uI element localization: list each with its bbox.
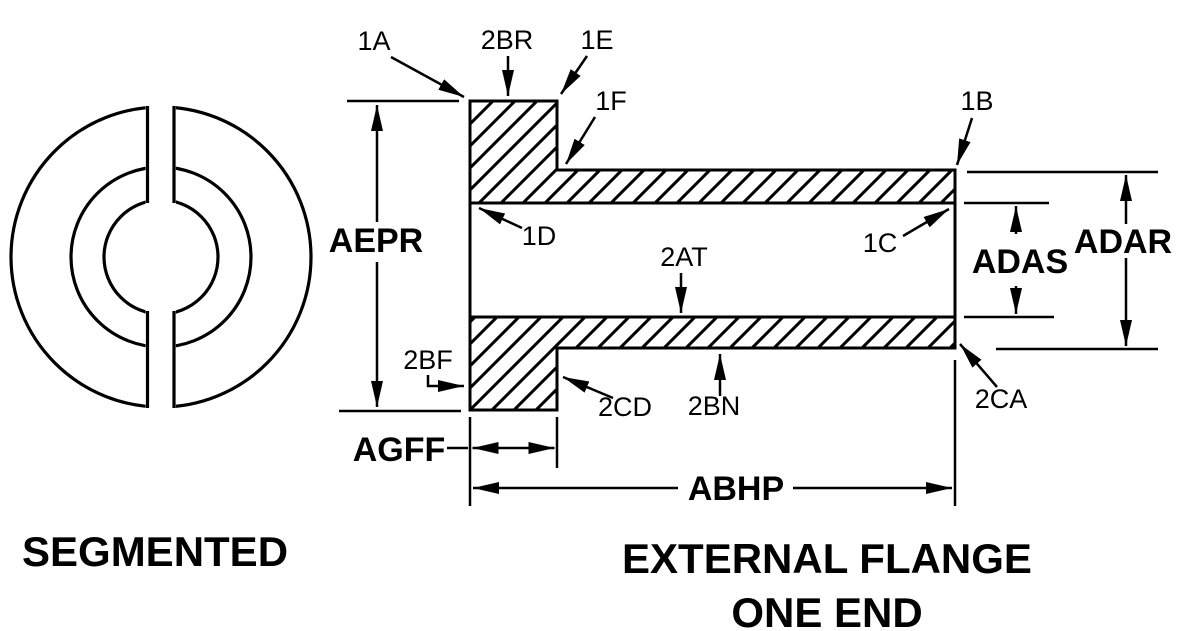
right-figure-caption-line1: EXTERNAL FLANGE: [622, 535, 1032, 582]
flange-section-figure: [468, 99, 957, 412]
leader-2ca: 2CA: [959, 343, 1028, 414]
leader-1c-label: 1C: [863, 228, 898, 258]
leader-2bf-arrow: [426, 375, 464, 392]
adar-label: ADAR: [1074, 223, 1172, 261]
dim-abhp: ABHP: [473, 360, 957, 508]
leader-2cd-arrow: [562, 375, 614, 400]
leader-1c-arrow: [902, 207, 950, 238]
right-figure-caption-line2: ONE END: [731, 589, 922, 631]
abhp-label: ABHP: [688, 470, 784, 508]
leader-1f-label: 1F: [595, 86, 627, 116]
dim-aepr: AEPR: [329, 99, 461, 413]
leader-1e: 1E: [559, 25, 614, 95]
upper-flange-section: [468, 99, 957, 205]
leader-2bf-label: 2BF: [403, 345, 453, 375]
leader-2ca-label: 2CA: [975, 384, 1028, 414]
agff-label: AGFF: [353, 431, 446, 469]
leader-1a: 1A: [357, 26, 465, 99]
dim-agff: AGFF: [353, 417, 559, 506]
leader-1e-arrow: [559, 55, 589, 95]
ring-split-gap: [145, 98, 176, 416]
leader-1d: 1D: [478, 206, 557, 251]
left-figure-caption: SEGMENTED: [22, 528, 288, 575]
leader-2cd-label: 2CD: [598, 392, 652, 422]
leader-1f-arrow: [564, 116, 597, 165]
leader-1a-arrow: [390, 55, 465, 99]
leader-1c: 1C: [863, 207, 950, 258]
dim-adas: ADAS: [964, 201, 1068, 319]
segmented-ring-figure: [9, 98, 313, 416]
leader-2cd: 2CD: [562, 375, 652, 422]
leader-1b: 1B: [955, 86, 994, 166]
leader-2at: 2AT: [660, 242, 708, 313]
leader-2bn: 2BN: [688, 354, 741, 421]
dim-adar: ADAR: [967, 170, 1172, 351]
leader-1e-label: 1E: [580, 25, 613, 55]
leader-1a-label: 1A: [357, 26, 390, 56]
leader-1b-label: 1B: [960, 86, 993, 116]
aepr-label: AEPR: [329, 222, 423, 260]
leader-2at-label: 2AT: [660, 242, 708, 272]
ring-split-edges: [145, 106, 176, 408]
leader-2br-label: 2BR: [481, 25, 534, 55]
leader-1f: 1F: [564, 86, 627, 165]
leader-1d-label: 1D: [522, 221, 557, 251]
adas-label: ADAS: [972, 243, 1068, 281]
leader-2bn-label: 2BN: [688, 391, 741, 421]
leader-1d-arrow: [478, 206, 523, 230]
leader-2ca-arrow: [959, 343, 998, 388]
leader-1b-arrow: [955, 117, 974, 166]
leader-2bf: 2BF: [403, 345, 464, 392]
leader-2br: 2BR: [481, 25, 534, 96]
